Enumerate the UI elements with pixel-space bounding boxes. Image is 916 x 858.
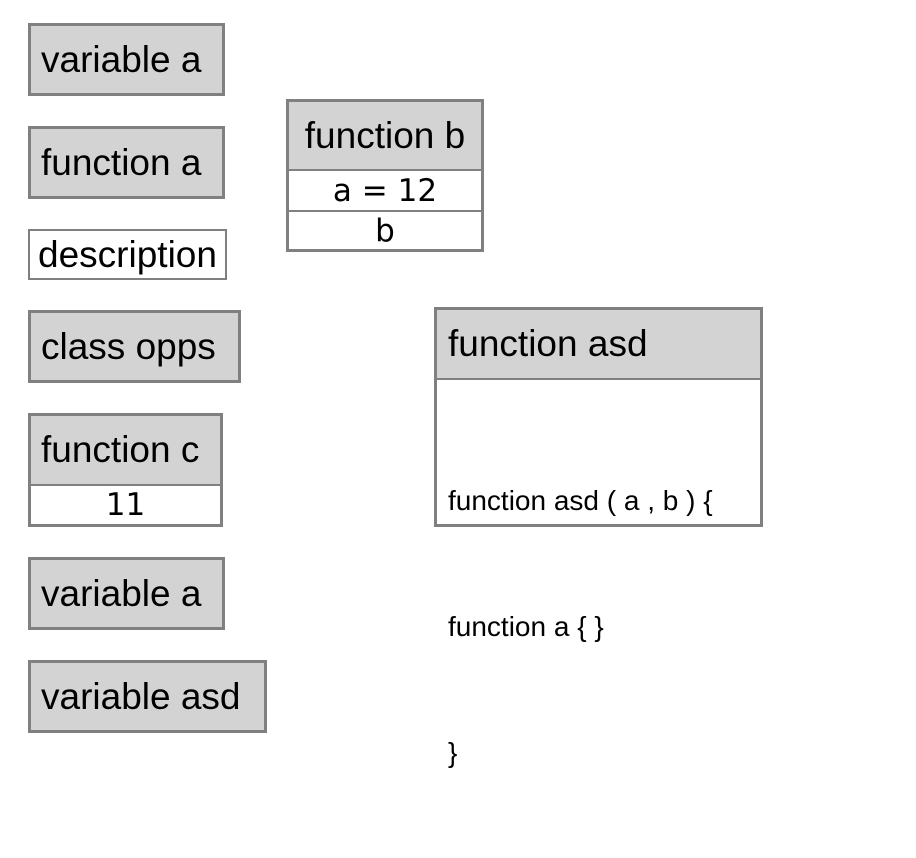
variable-asd-box[interactable]: variable asd [28,660,267,733]
function-b-row: b [289,210,481,249]
variable-a-box[interactable]: variable a [28,23,225,96]
function-c-title: function c [31,416,220,484]
description-box[interactable]: description [28,229,227,280]
class-opps-label: class opps [31,313,238,380]
function-asd-title: function asd [437,310,760,378]
variable-asd-label: variable asd [31,663,264,730]
code-line: function a { } [448,611,604,642]
code-line: function asd ( a , b ) { [448,485,713,516]
function-c-value: 11 [31,484,220,524]
function-asd-box[interactable]: function asd function asd ( a , b ) { fu… [434,307,763,768]
class-opps-box[interactable]: class opps [28,310,241,383]
variable-a-label-2: variable a [31,560,222,627]
function-a-box[interactable]: function a [28,126,225,199]
description-label: description [38,233,217,275]
function-b-row: a = 12 [289,169,481,210]
code-line: } [448,737,458,768]
variable-a-label: variable a [31,26,222,93]
variable-a-box-2[interactable]: variable a [28,557,225,630]
function-b-box[interactable]: function b a = 12 b [286,99,484,252]
function-a-label: function a [31,129,222,196]
function-b-title: function b [289,102,481,169]
function-c-box[interactable]: function c 11 [28,413,223,527]
function-asd-code: function asd ( a , b ) { function a { } … [437,378,760,768]
